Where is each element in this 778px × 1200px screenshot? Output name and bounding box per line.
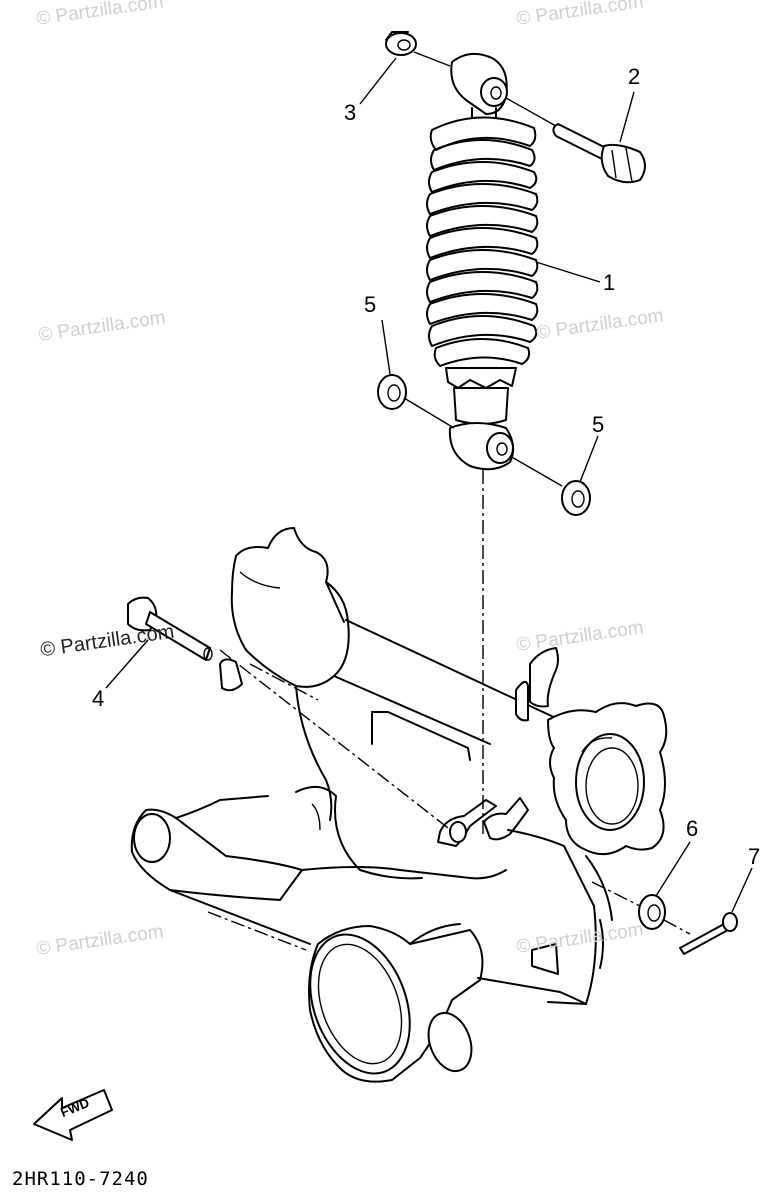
part-4-pivot-bolt[interactable] <box>127 596 213 661</box>
part-5-washer-lower[interactable] <box>561 480 591 516</box>
callout-1[interactable]: 1 <box>603 270 616 295</box>
leader-lines <box>105 57 753 913</box>
fwd-arrow-icon <box>33 1089 113 1141</box>
part-7-cotter-pin[interactable] <box>679 912 738 955</box>
callout-4[interactable]: 4 <box>92 686 105 711</box>
part-2-bolt[interactable] <box>552 123 646 184</box>
part-6-washer[interactable] <box>638 894 666 930</box>
callout-3[interactable]: 3 <box>344 100 357 125</box>
swingarm[interactable] <box>130 527 668 1087</box>
callout-7[interactable]: 7 <box>748 844 761 869</box>
part-3-nut[interactable] <box>385 31 417 56</box>
assembly-lines <box>207 51 691 951</box>
callout-5-upper[interactable]: 5 <box>364 292 377 317</box>
callout-6[interactable]: 6 <box>686 816 699 841</box>
callout-2[interactable]: 2 <box>628 64 641 89</box>
part-5-washer-upper[interactable] <box>377 374 407 410</box>
part-1-shock-absorber[interactable] <box>426 52 539 471</box>
diagram-code: 2HR110-7240 <box>12 1168 149 1190</box>
callout-5-lower[interactable]: 5 <box>592 412 605 437</box>
